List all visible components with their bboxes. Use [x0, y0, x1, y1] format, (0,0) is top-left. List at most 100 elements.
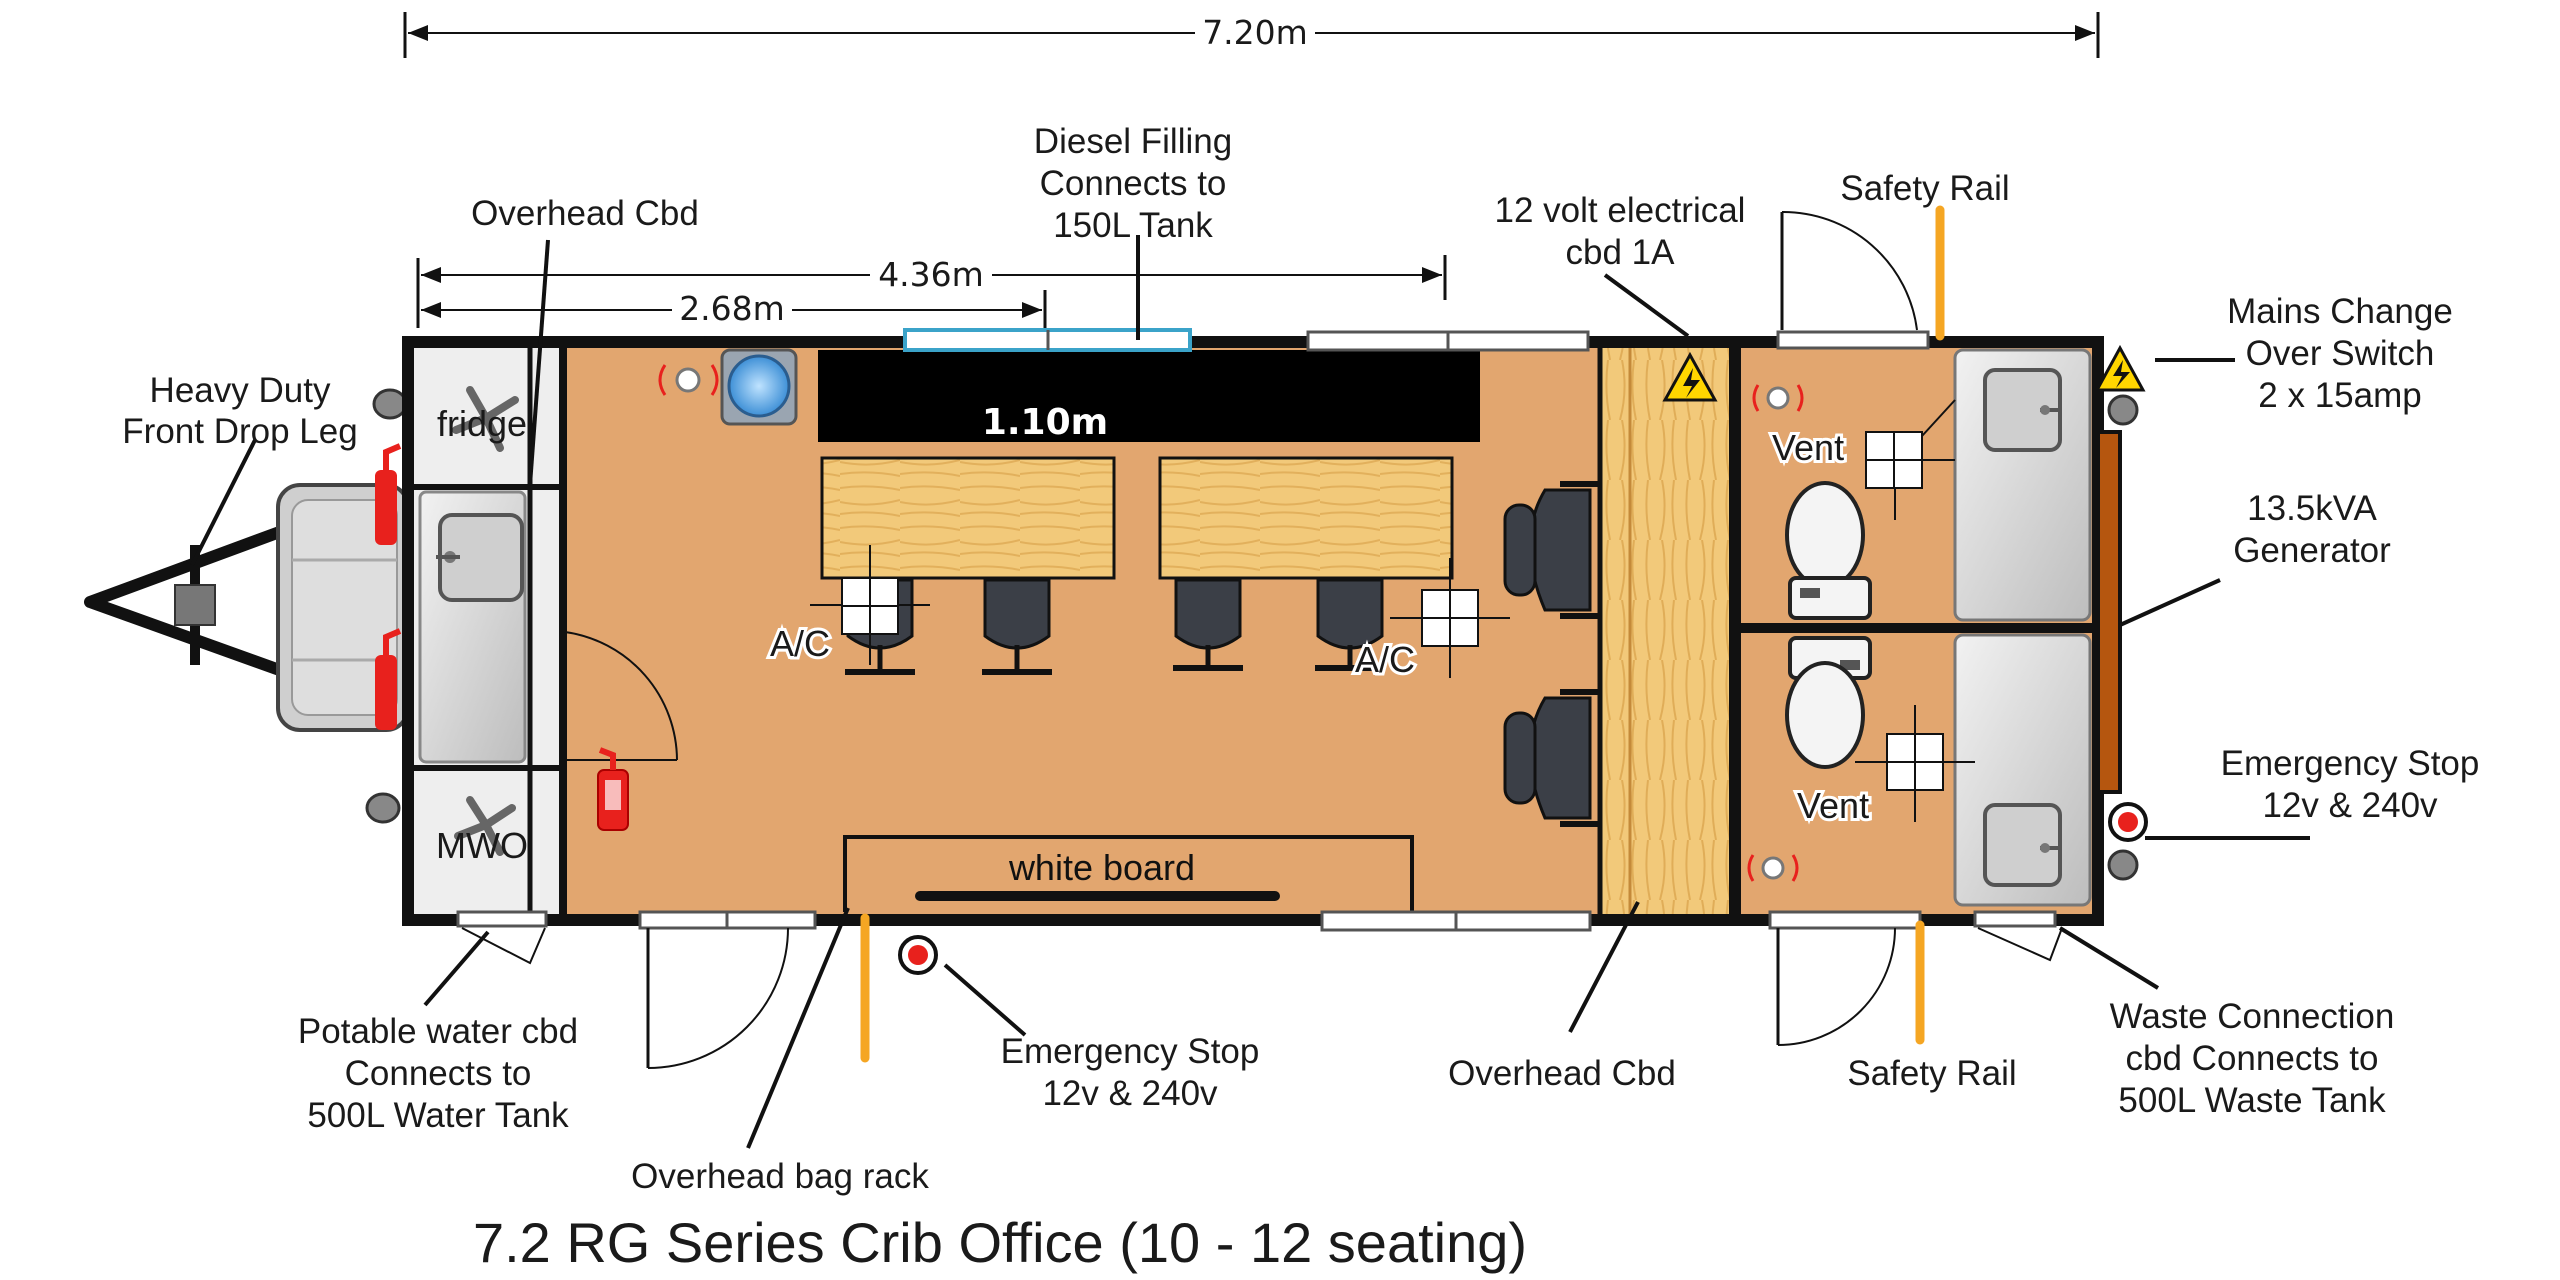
tow-hitch — [84, 524, 291, 678]
high-voltage-icon — [1662, 351, 1718, 402]
page-title: 7.2 RG Series Crib Office (10 - 12 seati… — [473, 1211, 1527, 1274]
callout-waste-line3: 500L Waste Tank — [2118, 1081, 2386, 1120]
callout-potable-line2: Connects to — [345, 1054, 532, 1093]
callout-bag-rack: Overhead bag rack — [631, 1157, 929, 1196]
chair — [1173, 578, 1243, 671]
callout-12-volt-line2: cbd 1A — [1566, 233, 1676, 272]
window — [456, 910, 548, 928]
chair — [1503, 689, 1600, 827]
window — [1768, 910, 1922, 930]
chair — [1503, 481, 1600, 619]
bathroom-top: Vent — [1752, 348, 2092, 622]
callout-overhead-cbd-top: Overhead Cbd — [471, 194, 699, 233]
desk-left — [820, 456, 1116, 580]
windows — [456, 328, 2057, 932]
whiteboard: white board — [843, 835, 1414, 912]
chair — [1315, 578, 1385, 671]
mwo-label: MWO — [436, 825, 528, 866]
window — [1776, 330, 1930, 350]
callout-potable-line1: Potable water cbd — [298, 1012, 578, 1051]
fire-extinguisher-icon — [375, 443, 402, 730]
callout-12-volt: 12 volt electrical cbd 1A — [1495, 191, 1746, 272]
dimension-mid-label: 4.36m — [878, 255, 984, 294]
callout-generator: 13.5kVA Generator — [2233, 489, 2391, 570]
generator — [2096, 430, 2122, 794]
dimension-mid: 4.36m — [416, 255, 1447, 300]
callout-estop-bottom-line2: 12v & 240v — [1042, 1074, 1218, 1113]
leader-lines — [190, 235, 2310, 1149]
vent-bottom-label: Vent — [1797, 785, 1869, 826]
callout-mains-line3: 2 x 15amp — [2258, 376, 2421, 415]
overhead-cabinet-bar: 1.10m — [818, 350, 1480, 443]
callout-potable-line3: 500L Water Tank — [307, 1096, 569, 1135]
sensor-icon — [658, 364, 719, 396]
callout-mains-line2: Over Switch — [2246, 334, 2435, 373]
dimension-overall: 7.20m — [403, 12, 2100, 58]
callout-generator-line2: Generator — [2233, 531, 2391, 570]
sink-icon — [2040, 405, 2060, 415]
sink-icon — [436, 551, 460, 563]
sensor-icon — [1752, 384, 1804, 412]
dimension-short-label: 2.68m — [679, 289, 785, 328]
water-cooler-icon — [720, 348, 798, 426]
callout-mains: Mains Change Over Switch 2 x 15amp — [2227, 292, 2453, 415]
callout-estop-bottom: Emergency Stop 12v & 240v — [1001, 1032, 1260, 1113]
emergency-stop-icon — [2108, 802, 2148, 842]
fridge-label: fridge — [437, 403, 527, 444]
ac-right-label: A/C — [1355, 639, 1415, 680]
callout-heavy-duty: Heavy Duty Front Drop Leg — [122, 371, 357, 451]
safety-rails — [860, 205, 1945, 1063]
ac-vent-right: A/C — [1352, 558, 1510, 683]
window — [1973, 910, 2057, 928]
callout-estop-right-line2: 12v & 240v — [2262, 786, 2438, 825]
callout-potable: Potable water cbd Connects to 500L Water… — [298, 1012, 578, 1135]
fan-icon — [454, 796, 516, 856]
vent-top: Vent — [1769, 399, 1956, 520]
callout-waste-line1: Waste Connection — [2110, 997, 2395, 1036]
sink-icon — [2040, 843, 2060, 853]
callout-generator-line1: 13.5kVA — [2247, 489, 2377, 528]
callout-diesel-line2: Connects to — [1040, 164, 1227, 203]
door-top-bathroom — [1780, 210, 1918, 331]
callout-diesel-line3: 150L Tank — [1053, 206, 1213, 245]
callout-waste-line2: cbd Connects to — [2126, 1039, 2379, 1078]
toilet-icon — [1785, 636, 1872, 769]
callout-overhead-cbd-bottom: Overhead Cbd — [1448, 1054, 1676, 1093]
emergency-stop-icon — [898, 935, 938, 975]
chair — [982, 578, 1052, 675]
sensor-icon — [1747, 854, 1799, 882]
callout-waste: Waste Connection cbd Connects to 500L Wa… — [2110, 997, 2395, 1120]
dimension-short: 2.68m — [416, 289, 1047, 329]
whiteboard-label: white board — [1008, 847, 1195, 888]
vent-bottom: Vent — [1794, 705, 1975, 829]
callout-estop-bottom-line1: Emergency Stop — [1001, 1032, 1260, 1071]
callout-estop-right: Emergency Stop 12v & 240v — [2221, 744, 2480, 825]
fridge: fridge — [437, 386, 527, 452]
callout-estop-right-line1: Emergency Stop — [2221, 744, 2480, 783]
callout-heavy-duty-line2: Front Drop Leg — [122, 412, 357, 451]
callout-safety-rail-bottom: Safety Rail — [1847, 1054, 2016, 1093]
microwave-oven: MWO — [436, 796, 528, 866]
bathroom-bottom: Vent — [1747, 633, 2092, 907]
callout-12-volt-line1: 12 volt electrical — [1495, 191, 1746, 230]
door-front-office — [646, 927, 789, 1069]
interior-door — [563, 631, 678, 761]
callout-heavy-duty-line1: Heavy Duty — [150, 371, 331, 410]
door-bottom-bathroom — [1776, 927, 1896, 1046]
ac-vent-left: A/C — [767, 545, 930, 667]
desk-length-label: 1.10m — [982, 402, 1108, 443]
callout-diesel: Diesel Filling Connects to 150L Tank — [1034, 122, 1232, 245]
desk-right — [1158, 456, 1454, 580]
toilet-icon — [1785, 481, 1872, 620]
front-sink — [418, 490, 527, 764]
fire-extinguisher-icon — [597, 747, 629, 831]
callout-diesel-line1: Diesel Filling — [1034, 122, 1232, 161]
ac-left-label: A/C — [770, 623, 830, 664]
exterior-doors — [461, 210, 2063, 1069]
dimension-overall-label: 7.20m — [1202, 13, 1308, 52]
callout-safety-rail-top: Safety Rail — [1840, 169, 2009, 208]
stabiliser-pads — [365, 388, 2139, 881]
high-voltage-icon — [2094, 344, 2146, 392]
callout-mains-line1: Mains Change — [2227, 292, 2453, 331]
